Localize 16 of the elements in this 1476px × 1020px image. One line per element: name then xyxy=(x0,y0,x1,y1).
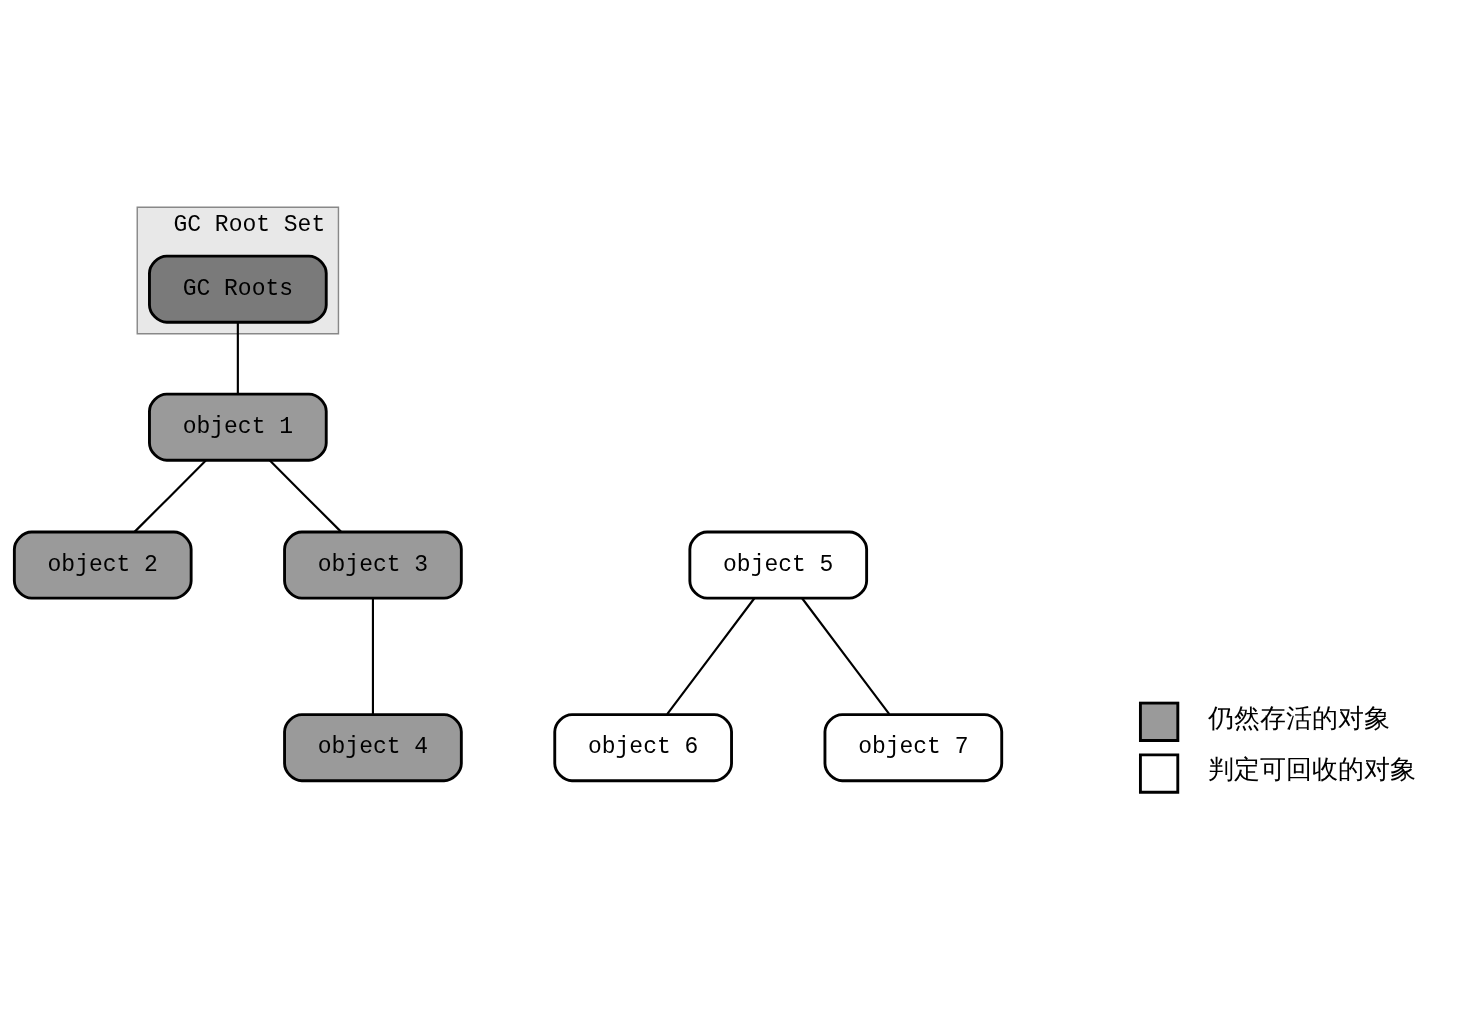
node-box: object 2 xyxy=(12,530,193,600)
node-box: object 4 xyxy=(283,712,463,782)
node-box: GC Roots xyxy=(148,254,328,324)
connector xyxy=(236,322,239,394)
node-box: object 3 xyxy=(283,530,463,600)
node-box: object 6 xyxy=(553,712,733,782)
connector xyxy=(371,597,375,714)
connector xyxy=(133,459,207,533)
node-box: object 7 xyxy=(823,712,1004,782)
legend-label: 判定可回收的对象 xyxy=(1207,753,1416,784)
connector xyxy=(269,459,342,533)
connector xyxy=(801,597,891,715)
legend-label: 仍然存活的对象 xyxy=(1207,702,1390,733)
node-box: object 5 xyxy=(688,530,869,600)
node-box: object 1 xyxy=(148,392,328,462)
connector xyxy=(666,597,756,715)
